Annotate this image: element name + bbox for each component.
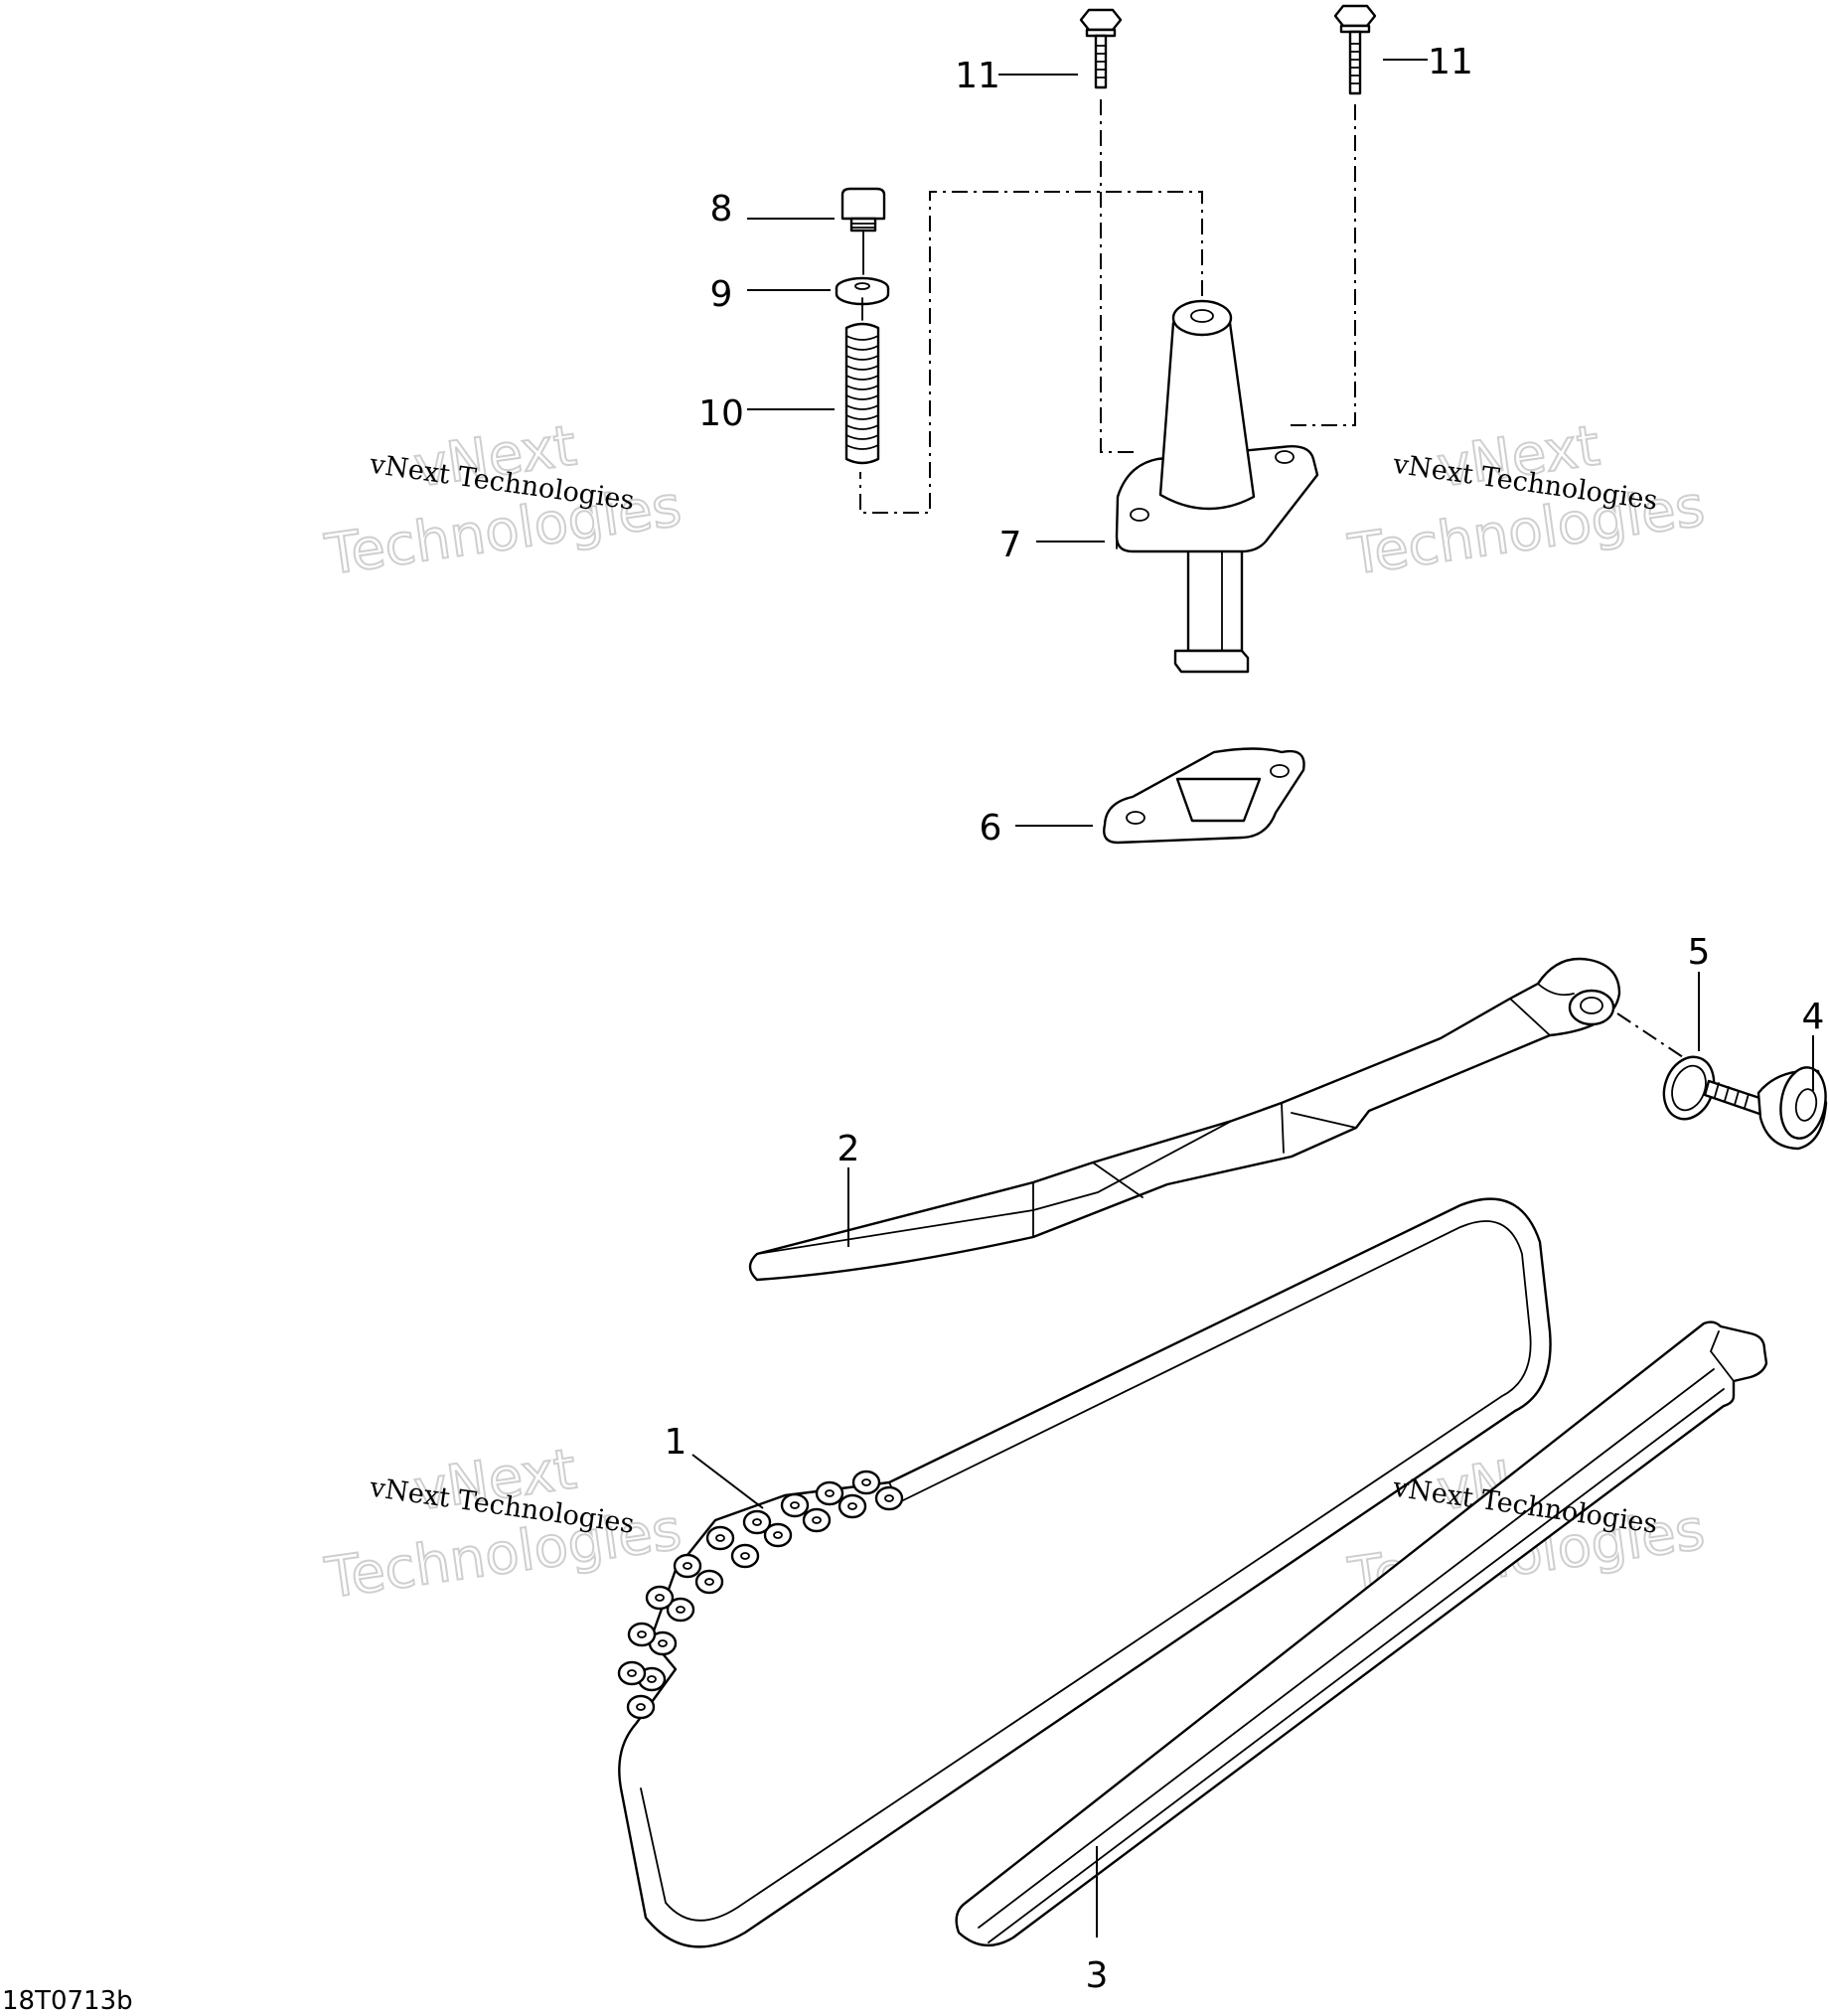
callout-4: 4 [1802, 997, 1825, 1037]
callout-3: 3 [1086, 1955, 1109, 1996]
part-11-bolt-right [1333, 4, 1377, 95]
callout-6: 6 [980, 808, 1002, 849]
alignment-lines [859, 99, 1356, 514]
callout-10: 10 [698, 393, 744, 434]
callout-11-left: 11 [955, 56, 1000, 96]
part-7-tensioner [1115, 299, 1319, 674]
callout-11-right: 11 [1428, 42, 1473, 82]
part-3-chain-guide [955, 1320, 1768, 1947]
part-11-bolt-left [1079, 8, 1123, 89]
callout-9: 9 [710, 274, 733, 315]
part-10-spring [844, 297, 880, 465]
leader-lines [691, 59, 1814, 1938]
part-2-chain-guide [748, 957, 1621, 1282]
part-1-timing-chain [617, 1197, 1552, 1948]
callout-1: 1 [665, 1422, 687, 1463]
callout-5: 5 [1688, 932, 1711, 973]
callout-8: 8 [710, 189, 733, 230]
part-5-washer [1616, 1012, 1716, 1121]
callout-7: 7 [999, 525, 1022, 565]
drawing-code: 18T0713b [2, 1986, 133, 2016]
callout-2: 2 [838, 1129, 860, 1169]
part-6-gasket [1103, 747, 1305, 845]
part-4-pivot-bolt [1703, 1066, 1828, 1151]
chain-links [617, 1470, 904, 1720]
part-8-plug [840, 187, 886, 275]
callout-labels: 1 2 3 4 5 6 7 8 9 10 11 11 [665, 42, 1825, 1996]
